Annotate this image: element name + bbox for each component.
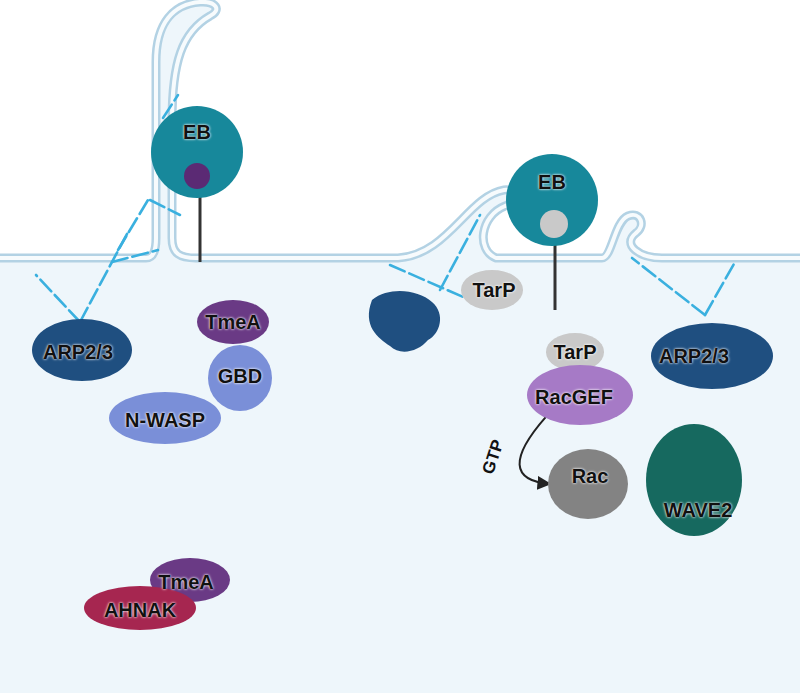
protein-label: TarP	[554, 341, 597, 364]
protein-label: N-WASP	[125, 409, 205, 432]
plasma-membrane	[0, 2, 800, 258]
curved-arrow	[520, 417, 550, 484]
eb-anchor	[554, 245, 557, 310]
protein-label: WAVE2	[664, 499, 733, 522]
protein-label: TmeA	[158, 571, 214, 594]
protein-shape: N-WASP	[109, 392, 221, 444]
protein-label: TmeA	[205, 311, 261, 334]
protein-label: TarP	[473, 279, 516, 302]
protein-label: ARP2/3	[43, 341, 113, 364]
protein-shape: EB	[151, 106, 243, 198]
protein-shape: ARP2/3	[32, 319, 132, 381]
protein-shape: WAVE2	[646, 424, 742, 536]
protein-label: EB	[538, 171, 566, 194]
inclusion-dot	[540, 210, 568, 238]
protein-label: ARP2/3	[659, 345, 729, 368]
eb-anchor	[199, 195, 202, 262]
inclusion-dot	[184, 163, 210, 189]
actin-filaments	[36, 95, 735, 322]
protein-shape: Rac	[548, 449, 628, 519]
membrane-inner	[0, 2, 800, 258]
protein-shape: EB	[506, 154, 598, 246]
protein-label: GBD	[218, 365, 262, 388]
protein-shape: TmeA	[197, 300, 269, 344]
protein-shape: ARP2/3	[651, 323, 773, 389]
protein-shape: TarP	[461, 270, 524, 310]
protein-label: Rac	[572, 465, 609, 488]
arp23-complex	[369, 291, 440, 352]
protein-shape: GBD	[208, 345, 272, 411]
protein-shape: AHNAK	[84, 586, 196, 630]
protein-label: RacGEF	[535, 386, 613, 409]
protein-label: EB	[183, 121, 211, 144]
protein-shape: RacGEF	[527, 365, 633, 425]
protein-label: AHNAK	[104, 599, 176, 622]
